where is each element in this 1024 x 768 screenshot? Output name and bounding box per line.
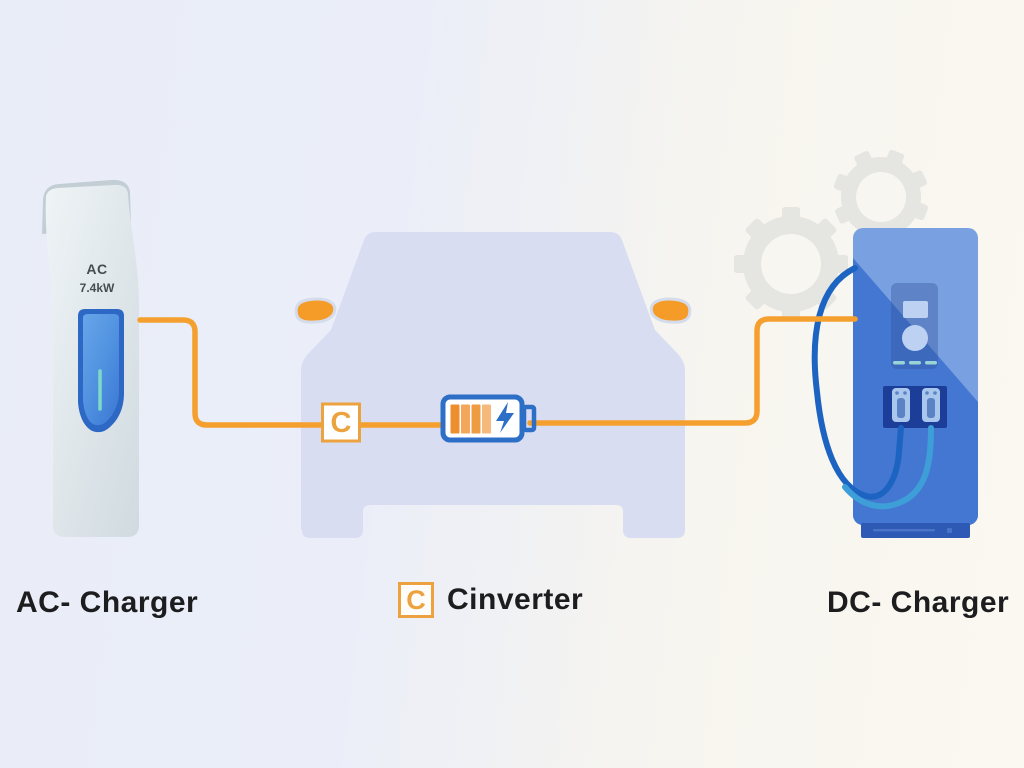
lightning-icon bbox=[496, 402, 514, 433]
dc-screen-panel bbox=[891, 283, 938, 369]
dc-screen bbox=[903, 301, 928, 318]
left-mirror-icon bbox=[294, 297, 337, 324]
dc-base bbox=[861, 523, 970, 538]
gear-large-icon bbox=[734, 207, 848, 321]
dc-cable-dark bbox=[811, 265, 904, 500]
wire-ac-to-converter bbox=[137, 317, 333, 428]
legend-converter: C Cinverter bbox=[398, 582, 583, 618]
label-dc-charger: DC- Charger bbox=[827, 586, 1010, 619]
dc-indicator-dashes bbox=[893, 361, 937, 365]
dc-cable-light bbox=[842, 425, 934, 510]
car-silhouette bbox=[294, 232, 692, 538]
converter-box: C bbox=[321, 402, 361, 443]
battery-icon bbox=[440, 394, 537, 443]
dc-charger-station bbox=[811, 228, 978, 538]
converter-symbol: C bbox=[331, 407, 352, 439]
ac-connector-icon bbox=[78, 309, 124, 433]
ac-charger-station: AC 7.4kW bbox=[42, 179, 139, 537]
charging-wires bbox=[137, 316, 858, 428]
legend-converter-symbol-icon: C bbox=[398, 582, 434, 618]
battery-bars bbox=[450, 404, 491, 434]
label-ac-charger: AC- Charger bbox=[16, 586, 199, 619]
dc-plug-right-icon bbox=[922, 388, 940, 422]
ac-unit-label: AC bbox=[86, 261, 107, 277]
dc-dial bbox=[902, 325, 928, 351]
ac-unit-power: 7.4kW bbox=[80, 281, 115, 295]
wire-battery-to-dc bbox=[527, 316, 858, 426]
right-mirror-icon bbox=[649, 297, 692, 324]
label-converter: Cinverter bbox=[447, 583, 584, 616]
dc-plug-left-icon bbox=[892, 388, 910, 422]
